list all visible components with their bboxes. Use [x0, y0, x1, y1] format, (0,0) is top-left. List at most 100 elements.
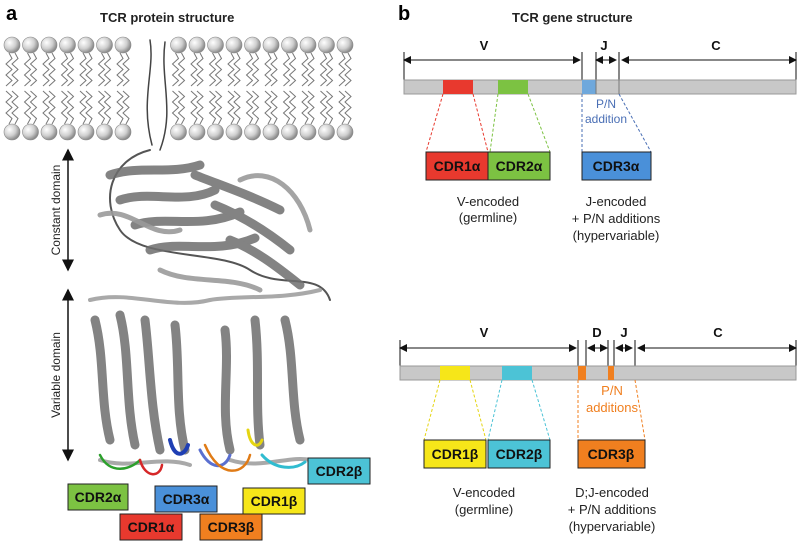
lipid-tail	[245, 90, 254, 125]
lipid-tail	[48, 52, 56, 87]
lipid-head	[244, 123, 261, 141]
lipid-tail	[48, 90, 56, 125]
alpha-caption-j-2: + P/N additions	[572, 211, 661, 226]
lipid-tail	[319, 52, 328, 87]
beta-cdr2-segment	[502, 366, 532, 380]
lipid-head	[96, 36, 113, 54]
cdr-label-cdr2b: CDR2β	[307, 457, 371, 485]
cdr-box-text: CDR3α	[163, 491, 210, 507]
beta-caption-j-2: + P/N additions	[568, 502, 657, 517]
beta-j-label: J	[620, 325, 627, 340]
lipid-tail	[338, 90, 346, 125]
alpha-caption-v-2: (germline)	[459, 210, 518, 225]
lipid-tail	[177, 52, 186, 87]
beta-cdr2-box: CDR2β	[487, 439, 551, 469]
lipid-bilayer	[3, 36, 354, 141]
lipid-tail	[288, 52, 297, 87]
lipid-tail	[23, 52, 32, 87]
lipid-tail	[214, 90, 223, 125]
lipid-head	[207, 36, 224, 54]
cdr-label-cdr1a: CDR1α	[119, 513, 183, 541]
lipid-head	[262, 123, 280, 141]
panel-a-title: TCR protein structure	[100, 10, 234, 25]
cdr-box-text: CDR2β	[496, 446, 543, 462]
alpha-caption-j-1: J-encoded	[586, 194, 647, 209]
lipid-head	[77, 123, 95, 141]
lipid-tail	[190, 52, 198, 87]
panel-b-label: b	[398, 3, 410, 25]
lipid-tail	[66, 90, 75, 125]
lipid-tail	[171, 52, 180, 87]
lipid-tail	[5, 52, 13, 87]
lipid-tail	[79, 52, 87, 87]
beta-caption-v-1: V-encoded	[453, 485, 515, 500]
lipid-tail	[11, 90, 19, 125]
cdr-box-text: CDR1α	[128, 519, 175, 535]
lipid-tail	[122, 52, 130, 87]
beta-cdr1-segment	[440, 366, 470, 380]
lipid-tail	[122, 90, 130, 125]
lipid-tail	[227, 90, 235, 125]
lipid-tail	[190, 90, 198, 125]
alpha-pn-line2: addition	[585, 112, 627, 126]
cdr-box	[67, 483, 129, 511]
alpha-c-label: C	[711, 38, 721, 53]
lipid-head	[262, 36, 280, 54]
lipid-tail	[282, 90, 291, 125]
alpha-gene: V J C P/N addition CDR1α CDR2α	[403, 38, 797, 243]
lipid-tail	[319, 90, 328, 125]
lipid-tail	[344, 90, 352, 125]
cdr-box-text: CDR1α	[434, 158, 481, 174]
cdr-box-text: CDR2α	[496, 158, 543, 174]
lipid-tail	[270, 52, 278, 87]
cdr-box-text: CDR3β	[588, 446, 635, 462]
lipid-tail	[97, 90, 106, 125]
panel-b-title: TCR gene structure	[512, 10, 633, 25]
lipid-head	[22, 123, 39, 141]
lipid-tail	[103, 90, 112, 125]
lipid-head	[281, 36, 298, 54]
alpha-v-label: V	[480, 38, 489, 53]
cdr-box	[154, 485, 218, 513]
lipid-tail	[23, 90, 32, 125]
alpha-cdr1-box: CDR1α	[425, 151, 489, 181]
lipid-head	[188, 123, 206, 141]
alpha-cdr3-box: CDR3α	[581, 151, 652, 181]
beta-caption-j-3: (hypervariable)	[569, 519, 656, 534]
beta-pn-line1: P/N	[601, 383, 623, 398]
cdr-box-text: CDR3β	[208, 519, 255, 535]
beta-gene-bar	[399, 365, 797, 381]
beta-cdr1-box: CDR1β	[423, 439, 487, 469]
cdr-box	[242, 487, 306, 515]
lipid-tail	[264, 90, 272, 125]
lipid-tail	[116, 90, 124, 125]
beta-d-label: D	[592, 325, 601, 340]
lipid-head	[299, 36, 317, 54]
cdr-label-cdr1b: CDR1β	[242, 487, 306, 515]
beta-gene: V D J C P/N additions CDR1β	[399, 325, 797, 534]
lipid-tail	[79, 90, 87, 125]
alpha-cdr2-box: CDR2α	[487, 151, 551, 181]
beta-pn-line2: additions	[586, 400, 639, 415]
lipid-tail	[5, 90, 13, 125]
alpha-cdr1-segment	[443, 80, 473, 94]
lipid-head	[318, 123, 335, 141]
lipid-tail	[66, 52, 75, 87]
cdr-box	[307, 457, 371, 485]
lipid-head	[281, 123, 298, 141]
lipid-tail	[245, 52, 254, 87]
lipid-head	[59, 36, 76, 54]
lipid-head	[244, 36, 261, 54]
cdr-label-cdr3b: CDR3β	[199, 513, 263, 541]
lipid-tail	[325, 52, 334, 87]
lipid-tail	[325, 90, 334, 125]
beta-pn2-segment	[608, 366, 614, 380]
lipid-tail	[301, 90, 309, 125]
alpha-caption-j-3: (hypervariable)	[573, 228, 660, 243]
lipid-tail	[338, 52, 346, 87]
lipid-tail	[196, 90, 204, 125]
lipid-head	[40, 36, 58, 54]
lipid-tail	[214, 52, 223, 87]
variable-domain-label: Variable domain	[49, 332, 63, 418]
